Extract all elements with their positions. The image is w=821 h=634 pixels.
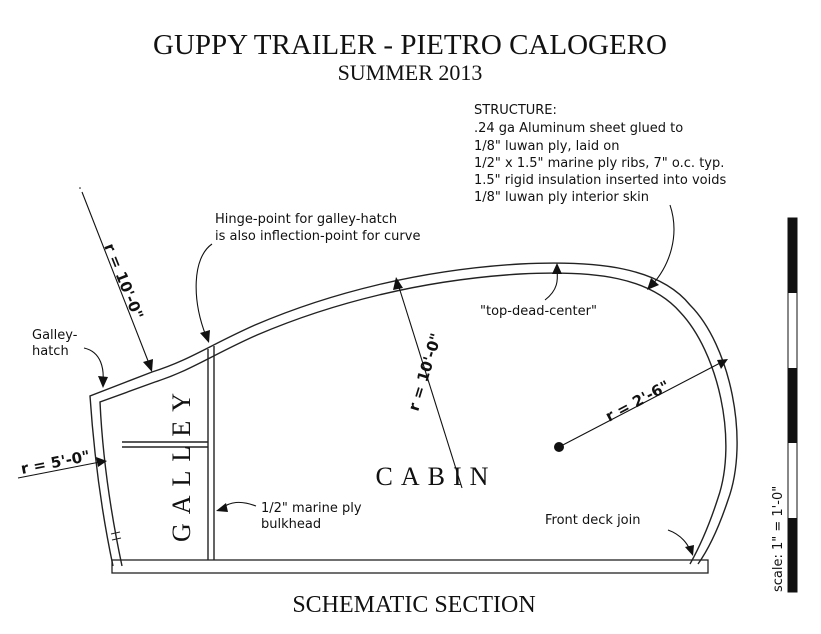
schematic-section-caption: SCHEMATIC SECTION — [292, 592, 535, 618]
rear-joint-mark — [110, 531, 121, 535]
scale-segment-dark — [788, 518, 797, 592]
bulkhead-leader — [221, 501, 257, 509]
rear-joint-mark — [111, 537, 122, 541]
hinge-leader — [195, 243, 213, 337]
bulkhead-note-line2: bulkhead — [261, 517, 321, 532]
galley-hatch-label-line1: Galley- — [32, 328, 78, 343]
outer-skin — [89, 262, 738, 567]
galley-label: GALLEY — [167, 384, 196, 542]
drawing-subtitle: SUMMER 2013 — [338, 60, 483, 85]
top-dead-center-label: "top-dead-center" — [480, 304, 597, 319]
roof-radius-arrow — [393, 277, 403, 290]
structure-arrow — [647, 278, 659, 290]
scale-label: scale: 1" = 1'-0" — [771, 486, 786, 592]
hinge-note-line1: Hinge-point for galley-hatch — [215, 212, 397, 227]
bulkhead-arrow — [216, 503, 228, 512]
hatch-radius-label: r = 10'-0" — [100, 241, 147, 322]
trailer-shell — [89, 262, 738, 567]
front-radius-arrow — [717, 359, 728, 369]
rear-radius-label: r = 5'-0" — [19, 447, 91, 478]
structure-line: 1/8" luwan ply, laid on — [474, 139, 619, 154]
drawing-title: GUPPY TRAILER - PIETRO CALOGERO — [153, 29, 667, 61]
structure-line: 1/8" luwan ply interior skin — [474, 190, 649, 205]
top-dead-center-leader — [544, 269, 558, 301]
floor-deck — [111, 559, 709, 574]
hatch-radius-tick — [79, 187, 81, 189]
galley-hatch-label-line2: hatch — [32, 344, 69, 359]
structure-heading: STRUCTURE: — [474, 103, 557, 118]
rear-radius-arrow — [96, 457, 107, 467]
structure-note: STRUCTURE: .24 ga Aluminum sheet glued t… — [474, 103, 726, 205]
hinge-arrow — [200, 330, 210, 343]
roof-radius-label: r = 10'-0" — [405, 331, 446, 413]
structure-line: 1/2" x 1.5" marine ply ribs, 7" o.c. typ… — [474, 156, 724, 171]
structure-line: 1.5" rigid insulation inserted into void… — [474, 173, 726, 188]
cabin-label: CABIN — [376, 462, 497, 491]
inner-skin — [99, 272, 727, 567]
front-deck-join-arrow — [685, 545, 694, 556]
structure-leader — [651, 204, 675, 286]
hatch-radius-arrow — [143, 359, 153, 372]
galley-hatch-arrow — [98, 376, 108, 388]
scale-bar — [787, 217, 798, 593]
structure-line: .24 ga Aluminum sheet glued to — [474, 121, 683, 136]
bulkhead-note-line1: 1/2" marine ply — [261, 501, 362, 516]
front-deck-join-label: Front deck join — [545, 513, 641, 528]
bulkhead — [122, 346, 215, 560]
front-radius-label: r = 2'-6" — [602, 377, 672, 426]
rear-radius-line — [17, 461, 101, 479]
hatch-radius-line — [81, 191, 151, 367]
roof-radius-line — [397, 283, 463, 489]
scale-segment-dark — [788, 368, 797, 443]
top-dead-center-arrow — [552, 263, 562, 274]
scale-segment-dark — [788, 218, 797, 293]
hinge-note-line2: is also inflection-point for curve — [215, 229, 420, 244]
front-radius-line — [558, 361, 723, 448]
